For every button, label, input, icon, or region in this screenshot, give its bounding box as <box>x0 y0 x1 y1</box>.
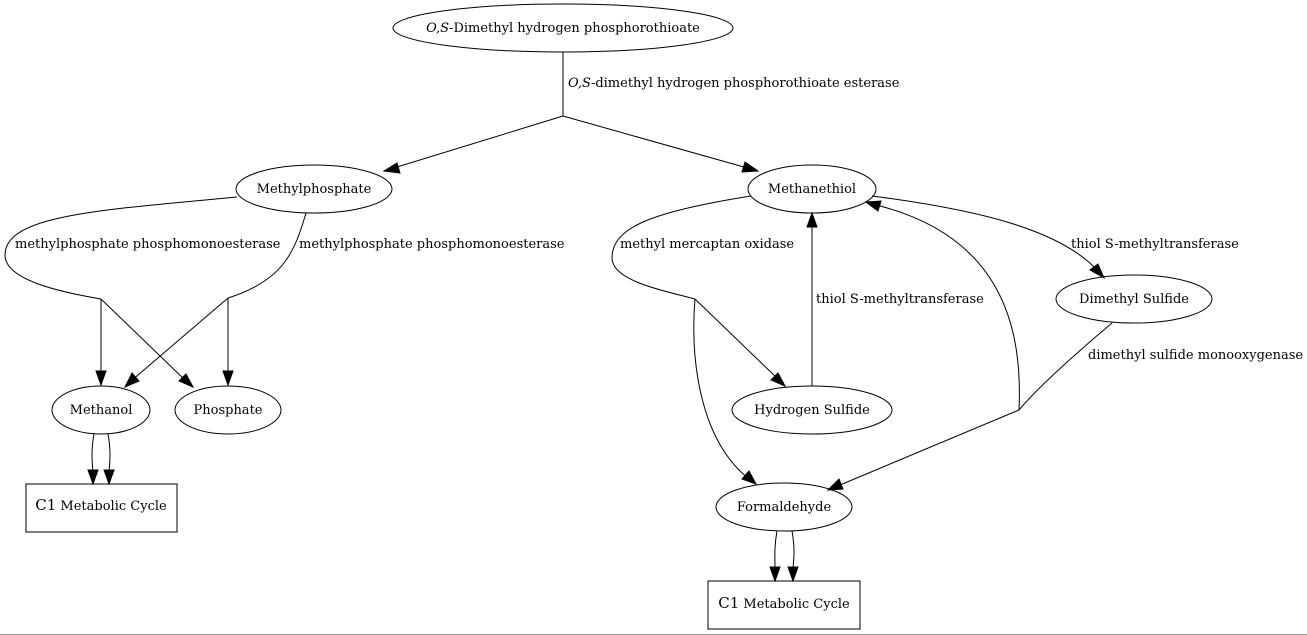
label-methyltransferase-h2s: thiol S-methyltransferase <box>816 292 984 307</box>
node-hydrogen-sulfide: Hydrogen Sulfide <box>731 385 893 435</box>
arrowhead-c1-left-a <box>87 469 99 486</box>
node-methylphosphate-label: Methylphosphate <box>257 182 372 197</box>
arrowhead-methanethiol <box>741 161 760 173</box>
node-formaldehyde-label: Formaldehyde <box>737 500 832 515</box>
edges <box>4 52 1113 583</box>
label-phosphomonoesterase-1: methylphosphate phosphomonoesterase <box>15 237 281 252</box>
arrowhead-phosphate-1 <box>178 373 195 389</box>
edge-methyltransferase-to-dms <box>871 195 1098 271</box>
arrowhead-phosphate-2 <box>222 370 234 387</box>
arrowhead-c1-right-b <box>787 566 799 583</box>
nodes: O,S-Dimethyl hydrogen phosphorothioate M… <box>25 3 1213 630</box>
edge-phosphomonoesterase-1-to-phosphate <box>100 298 188 383</box>
node-phosphate: Phosphate <box>174 385 282 435</box>
node-dmhpt: O,S-Dimethyl hydrogen phosphorothioate <box>392 3 734 53</box>
arrowhead-methylphosphate <box>382 162 401 174</box>
label-esterase: O,S-dimethyl hydrogen phosphorothioate e… <box>568 76 900 91</box>
arrowhead-hydrogen-sulfide <box>770 372 787 388</box>
node-c1-cycle-left: C1 Metabolic Cycle <box>25 483 178 533</box>
edge-phosphomonoesterase-2-curve <box>227 212 307 299</box>
edge-monooxygenase-from-dms <box>1018 322 1113 411</box>
node-formaldehyde: Formaldehyde <box>715 482 853 532</box>
label-phosphomonoesterase-2: methylphosphate phosphomonoesterase <box>299 237 565 252</box>
node-phosphate-label: Phosphate <box>194 403 263 418</box>
arrowhead-c1-left-b <box>103 469 115 486</box>
label-methyltransferase-to-dms: thiol S-methyltransferase <box>1071 237 1239 252</box>
arrowhead-methanol-2 <box>123 372 140 388</box>
node-methanethiol: Methanethiol <box>747 164 877 214</box>
edge-methanol-to-c1-b <box>107 433 111 473</box>
node-dmhpt-label: O,S-Dimethyl hydrogen phosphorothioate <box>426 21 700 36</box>
edge-phosphomonoesterase-1-curve <box>4 196 238 300</box>
edge-mercaptan-oxidase-to-formaldehyde <box>693 298 750 480</box>
edge-labels: O,S-dimethyl hydrogen phosphorothioate e… <box>15 76 1303 363</box>
edge-phosphomonoesterase-2-to-methanol <box>130 297 229 382</box>
edge-mercaptan-oxidase-to-hydrogen-sulfide <box>694 298 780 381</box>
edge-methanol-to-c1-a <box>91 433 95 473</box>
arrowhead-dimethyl-sulfide <box>1089 263 1106 280</box>
edge-mercaptan-oxidase-curve <box>611 195 752 300</box>
edge-esterase-to-methylphosphate <box>383 115 564 172</box>
arrowhead-formaldehyde-2 <box>826 478 844 491</box>
edge-monooxygenase-to-methanethiol <box>879 205 1020 411</box>
arrowhead-methanol-1 <box>95 370 107 387</box>
node-methylphosphate: Methylphosphate <box>235 164 393 214</box>
node-methanethiol-label: Methanethiol <box>768 182 856 197</box>
arrowhead-c1-right-a <box>769 566 781 583</box>
edge-monooxygenase-to-formaldehyde <box>839 409 1020 486</box>
label-dms-monooxygenase: dimethyl sulfide monooxygenase <box>1088 348 1303 363</box>
edge-formaldehyde-to-c1-a <box>774 530 778 569</box>
node-dimethyl-sulfide: Dimethyl Sulfide <box>1055 274 1213 324</box>
label-mercaptan-oxidase: methyl mercaptan oxidase <box>620 237 794 252</box>
arrowhead-formaldehyde-1 <box>741 470 758 485</box>
arrowhead-methanethiol-3 <box>864 200 882 212</box>
edge-esterase-to-methanethiol <box>562 115 759 172</box>
node-methanol: Methanol <box>51 385 151 435</box>
node-dimethyl-sulfide-label: Dimethyl Sulfide <box>1079 292 1189 307</box>
node-c1-cycle-right-label: C1 Metabolic Cycle <box>718 594 850 612</box>
node-c1-cycle-left-label: C1 Metabolic Cycle <box>35 496 167 514</box>
node-c1-cycle-right: C1 Metabolic Cycle <box>707 580 861 630</box>
edge-formaldehyde-to-c1-b <box>791 530 795 569</box>
node-hydrogen-sulfide-label: Hydrogen Sulfide <box>754 403 870 418</box>
node-methanol-label: Methanol <box>70 403 133 418</box>
arrowhead-methanethiol-2 <box>806 211 818 228</box>
